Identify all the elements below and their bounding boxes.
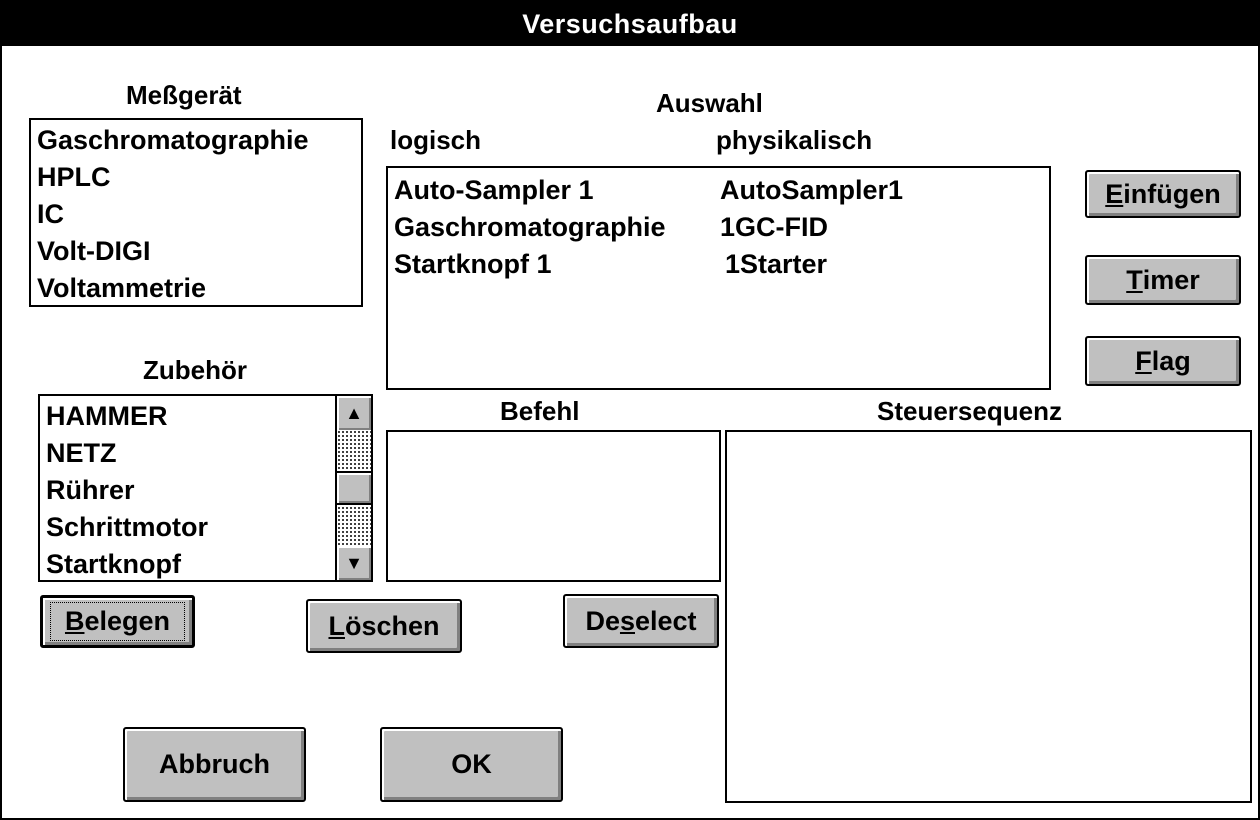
timer-mnemonic: T bbox=[1126, 264, 1143, 295]
zubehoer-label: Zubehör bbox=[143, 355, 247, 385]
befehl-listbox[interactable] bbox=[386, 430, 721, 582]
scroll-up-icon[interactable]: ▲ bbox=[337, 396, 371, 430]
ok-label: OK bbox=[451, 749, 492, 779]
cell-physikalisch: 1GC-FID bbox=[720, 212, 828, 242]
scroll-down-icon[interactable]: ▼ bbox=[337, 546, 371, 580]
cell-physikalisch: 1Starter bbox=[725, 249, 828, 279]
list-item[interactable]: Voltammetrie bbox=[37, 273, 207, 303]
messgeraet-listbox[interactable]: Gaschromatographie HPLC IC Volt-DIGI Vol… bbox=[29, 118, 363, 307]
deselect-mnemonic: s bbox=[619, 605, 635, 636]
list-item[interactable]: Volt-DIGI bbox=[37, 236, 151, 266]
column-header-logisch: logisch bbox=[390, 125, 482, 155]
deselect-label-pre: De bbox=[585, 605, 620, 636]
einfuegen-label: infügen bbox=[1123, 178, 1221, 209]
einfuegen-mnemonic: E bbox=[1105, 178, 1124, 209]
cell-physikalisch: AutoSampler1 bbox=[720, 175, 904, 205]
list-item[interactable]: Gaschromatographie bbox=[37, 125, 309, 155]
auswahl-label: Auswahl bbox=[656, 88, 763, 118]
title-bar[interactable]: Versuchsaufbau bbox=[2, 2, 1258, 46]
steuersequenz-label: Steuersequenz bbox=[877, 396, 1062, 426]
flag-label: lag bbox=[1151, 345, 1191, 376]
list-item[interactable]: HPLC bbox=[37, 162, 111, 192]
list-item[interactable]: HAMMER bbox=[46, 401, 168, 431]
deselect-label: elect bbox=[635, 605, 697, 636]
befehl-label: Befehl bbox=[500, 396, 580, 426]
list-item[interactable]: Startknopf bbox=[46, 549, 181, 579]
cell-logisch: Gaschromatographie bbox=[394, 212, 666, 242]
messgeraet-label: Meßgerät bbox=[126, 80, 242, 110]
loeschen-mnemonic: L bbox=[328, 610, 345, 641]
cell-logisch: Auto-Sampler 1 bbox=[394, 175, 594, 205]
abbruch-label: Abbruch bbox=[159, 749, 270, 779]
list-item[interactable]: Rührer bbox=[46, 475, 135, 505]
flag-mnemonic: F bbox=[1135, 345, 1152, 376]
steuersequenz-listbox[interactable] bbox=[725, 430, 1252, 803]
cell-logisch: Startknopf 1 bbox=[394, 249, 552, 279]
belegen-label: elegen bbox=[84, 606, 171, 636]
column-header-physikalisch: physikalisch bbox=[716, 125, 873, 155]
ok-button[interactable]: OK bbox=[380, 727, 563, 802]
list-item[interactable]: IC bbox=[37, 199, 64, 229]
vertical-scrollbar[interactable]: ▲ ▼ bbox=[335, 396, 371, 580]
auswahl-listbox[interactable]: Auto-Sampler 1 AutoSampler1 Gaschromatog… bbox=[386, 166, 1051, 390]
list-item[interactable]: NETZ bbox=[46, 438, 117, 468]
scroll-thumb[interactable] bbox=[337, 471, 371, 505]
abbruch-button[interactable]: Abbruch bbox=[123, 727, 306, 802]
belegen-mnemonic: B bbox=[64, 606, 85, 636]
list-item[interactable]: Schrittmotor bbox=[46, 512, 208, 542]
timer-label: imer bbox=[1142, 264, 1200, 295]
zubehoer-listbox[interactable]: HAMMER NETZ Rührer Schrittmotor Startkno… bbox=[38, 394, 373, 582]
loeschen-label: öschen bbox=[344, 610, 440, 641]
table-row[interactable]: Startknopf 1 1Starter bbox=[388, 246, 1049, 283]
table-row[interactable]: Gaschromatographie 1GC-FID bbox=[388, 209, 1049, 246]
table-row[interactable]: Auto-Sampler 1 AutoSampler1 bbox=[388, 172, 1049, 209]
window-title: Versuchsaufbau bbox=[522, 8, 738, 39]
